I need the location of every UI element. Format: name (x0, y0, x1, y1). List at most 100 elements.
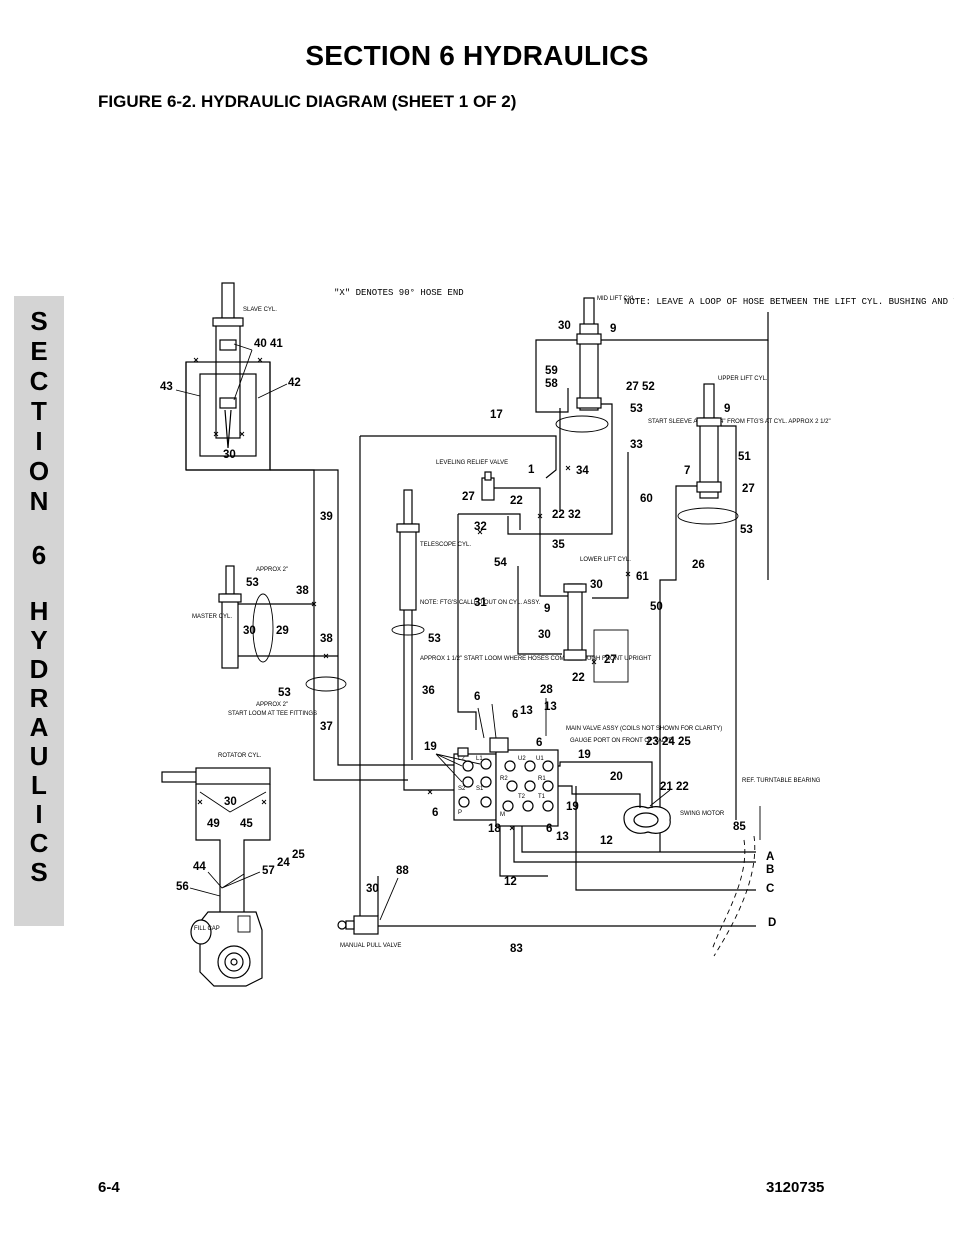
main-valve-note: MAIN VALVE ASSY (COILS NOT SHOWN FOR CLA… (566, 726, 722, 732)
section-title: SECTION 6 HYDRAULICS (305, 40, 649, 71)
callout-34: 34 (576, 465, 589, 477)
callout-13-a: 13 (520, 705, 533, 717)
callout-27-up: 27 (742, 483, 755, 495)
port-label: S2 (458, 786, 466, 792)
callout-7: 7 (684, 465, 690, 477)
callout-9-mid: 9 (610, 323, 616, 335)
approx-2-top: APPROX 2" (256, 567, 288, 573)
callout-18: 18 (488, 823, 501, 835)
callout-29: 29 (276, 625, 289, 637)
side-tab-letter: D (29, 654, 49, 684)
side-tab-letter: S (30, 306, 48, 336)
lower-lift-cyl-label: LOWER LIFT CYL. (580, 557, 631, 563)
callout-20: 20 (610, 771, 623, 783)
callout-30-rot: 30 (224, 796, 237, 808)
callout-53-tel: 53 (428, 633, 441, 645)
callout-44: 44 (193, 861, 206, 873)
line-c (575, 786, 756, 891)
callout-56: 56 (176, 881, 189, 893)
callout-51: 51 (738, 451, 751, 463)
callout-22-low: 22 (572, 672, 585, 684)
callout-9-low: 9 (544, 603, 550, 615)
port-label: U2 (518, 756, 526, 762)
callout-21-22: 21 22 (660, 781, 689, 793)
callout-6-e: 6 (546, 823, 552, 835)
side-tab-letter: C (29, 366, 49, 396)
callout-57: 57 (262, 865, 275, 877)
hose-39 (186, 469, 408, 781)
master-cyl-label: MASTER CYL. (192, 614, 232, 620)
port-label: M (500, 812, 505, 818)
callout-19-a: 19 (424, 741, 437, 753)
callout-31: 31 (474, 597, 487, 609)
callout-25: 25 (292, 849, 305, 861)
callout-30-low2: 30 (538, 629, 551, 641)
callout-12-b: 12 (504, 876, 517, 888)
callout-35: 35 (552, 539, 565, 551)
side-tab-letter: C (29, 828, 49, 858)
callout-38-b: 38 (320, 633, 333, 645)
callout-32: 32 (474, 521, 487, 533)
figure-title: FIGURE 6-2. HYDRAULIC DIAGRAM (SHEET 1 O… (98, 92, 517, 111)
line-label-a: A (766, 851, 774, 863)
callout-33: 33 (630, 439, 643, 451)
side-tab-letter: Y (30, 625, 48, 655)
side-tab-letter: R (29, 683, 49, 713)
fittings-note: NOTE: FTG'S CALLED OUT ON CYL. ASSY. (420, 600, 541, 606)
section-side-tab: S E C T I O N 6 H Y D R A U L I C S (14, 296, 64, 926)
telescope-cylinder: TELESCOPE CYL. NOTE: FTG'S CALLED OUT ON… (391, 489, 541, 636)
side-tab-letter: A (29, 712, 49, 742)
mid-lift-cyl-label: MID LIFT CYL. (597, 296, 637, 302)
line-a (513, 826, 756, 863)
upper-lift-cyl-label: UPPER LIFT CYL. (718, 376, 768, 382)
callout-22-lev: 22 (510, 495, 523, 507)
lower-lift-cylinder: LOWER LIFT CYL. (563, 557, 631, 661)
callout-12-a: 12 (600, 835, 613, 847)
approx-1-half-note: APPROX 1 1/2" START LOOM WHERE HOSES COM… (420, 656, 652, 662)
gauge-port-note: GAUGE PORT ON FRONT OF VALVE (570, 738, 673, 744)
callout-27-52: 27 52 (626, 381, 655, 393)
callout-6-b: 6 (512, 709, 518, 721)
side-tab-letter: I (35, 426, 43, 456)
callout-13-a-dup: 13 (544, 701, 557, 713)
callout-6-a: 6 (474, 691, 480, 703)
leveling-relief-valve: LEVELING RELIEF VALVE (436, 460, 508, 501)
callout-49: 49 (207, 818, 220, 830)
master-cylinder: MASTER CYL. (192, 565, 338, 669)
slave-cylinder: SLAVE CYL. (185, 282, 277, 471)
callout-30-mpv: 30 (366, 883, 379, 895)
callout-36: 36 (422, 685, 435, 697)
start-sleeve-note: START SLEEVE APPROX 4" FROM FTG'S AT CYL… (648, 419, 831, 425)
upper-lift-cylinder: UPPER LIFT CYL. (696, 376, 768, 499)
port-label: R1 (538, 776, 546, 782)
swing-motor: SWING MOTOR (623, 805, 725, 834)
callout-83: 83 (510, 943, 523, 955)
side-tab-letter: L (31, 770, 47, 800)
callout-22-32: 22 32 (552, 509, 581, 521)
side-tab-letter: E (30, 336, 48, 366)
line-b (521, 826, 756, 853)
callout-27-low: 27 (604, 654, 617, 666)
callout-19-b: 19 (578, 749, 591, 761)
turntable-bearing-outline (713, 835, 756, 957)
loop-hose-note: NOTE: LEAVE A LOOP OF HOSE BETWEEN THE L… (624, 297, 954, 307)
callout-59: 59 (545, 365, 558, 377)
callout-6-c: 6 (536, 737, 542, 749)
page-number: 6-4 (98, 1179, 120, 1196)
line-label-c: C (766, 883, 774, 895)
port-label: U1 (536, 756, 544, 762)
side-tab-letter: N (29, 486, 49, 516)
callout-53-master: 53 (246, 577, 259, 589)
callout-1: 1 (528, 464, 535, 476)
callout-30-mid: 30 (558, 320, 571, 332)
hose-end-note: "X" DENOTES 90° HOSE END (334, 288, 464, 298)
hose-37 (270, 469, 460, 766)
manual-pull-valve-label: MANUAL PULL VALVE (340, 943, 401, 949)
callout-30-low: 30 (590, 579, 603, 591)
port-label: P (458, 810, 462, 816)
callout-88: 88 (396, 865, 409, 877)
side-tab-letter: H (29, 596, 49, 626)
line-label-b: B (766, 864, 774, 876)
turntable-bearing-label: REF. TURNTABLE BEARING (742, 778, 821, 784)
